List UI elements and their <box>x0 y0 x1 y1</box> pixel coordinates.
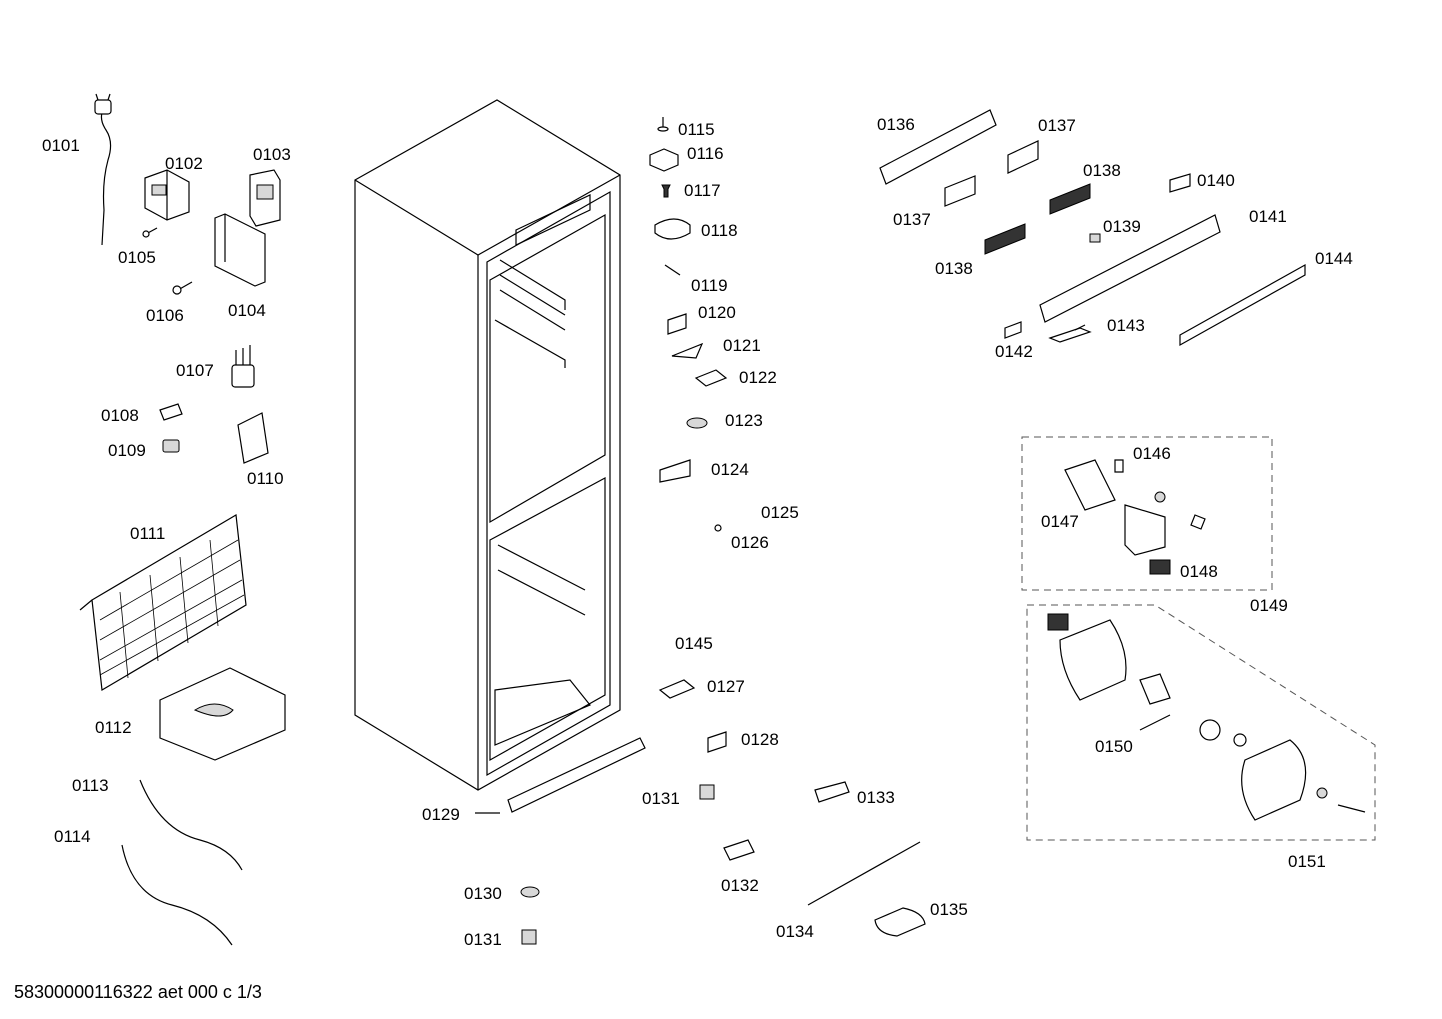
part-label: 0122 <box>739 368 777 387</box>
part-label: 0151 <box>1288 852 1326 871</box>
part-label: 0149 <box>1250 596 1288 615</box>
part-label: 0101 <box>42 136 80 155</box>
part-label: 0131 <box>642 789 680 808</box>
control-cover-part <box>214 213 266 287</box>
clip-part <box>159 403 183 453</box>
base-trim-part <box>507 737 646 813</box>
part-label: 0111 <box>130 524 166 543</box>
part-label: 0127 <box>707 677 745 696</box>
cabinet-part <box>354 99 621 791</box>
part-label: 0116 <box>687 144 724 163</box>
part-label: 0137 <box>1038 116 1076 135</box>
thermostat-housing-part <box>144 169 190 221</box>
part-label: 0134 <box>776 922 814 941</box>
part-label: 0130 <box>464 884 502 903</box>
part-label: 0105 <box>118 248 156 267</box>
drip-tray-part <box>159 667 286 761</box>
part-label: 0118 <box>701 221 738 240</box>
part-label: 0123 <box>725 411 763 430</box>
part-label: 0120 <box>698 303 736 322</box>
part-label: 0106 <box>146 306 184 325</box>
part-label: 0129 <box>422 805 460 824</box>
document-footer: 58300000116322 aet 000 c 1/3 <box>14 982 262 1002</box>
part-label: 0115 <box>678 120 715 139</box>
part-label: 0140 <box>1197 171 1235 190</box>
fan-assembly-group <box>1026 604 1376 841</box>
part-label: 0143 <box>1107 316 1145 335</box>
small-parts <box>520 117 926 945</box>
part-label: 0138 <box>935 259 973 278</box>
part-label: 0124 <box>711 460 749 479</box>
part-label: 0108 <box>101 406 139 425</box>
part-label: 0147 <box>1041 512 1079 531</box>
cable-part <box>121 779 243 946</box>
gasket-part <box>237 412 269 464</box>
part-label: 0141 <box>1249 207 1287 226</box>
part-label: 0109 <box>108 441 146 460</box>
part-label: 0139 <box>1103 217 1141 236</box>
part-label: 0125 <box>761 503 799 522</box>
part-label: 0119 <box>691 276 728 295</box>
part-label: 0107 <box>176 361 214 380</box>
condenser-part <box>79 514 247 691</box>
part-label: 0114 <box>54 827 91 846</box>
part-label: 0128 <box>741 730 779 749</box>
part-label: 0150 <box>1095 737 1133 756</box>
part-label: 0132 <box>721 876 759 895</box>
part-label: 0113 <box>72 776 109 795</box>
part-label: 0117 <box>684 181 721 200</box>
part-label: 0135 <box>930 900 968 919</box>
part-label: 0103 <box>253 145 291 164</box>
part-label: 0148 <box>1180 562 1218 581</box>
switch-box-part <box>249 169 281 227</box>
part-label: 0112 <box>95 718 132 737</box>
part-label: 0121 <box>723 336 761 355</box>
part-label: 0136 <box>877 115 915 134</box>
part-label: 0102 <box>165 154 203 173</box>
part-label: 0131 <box>464 930 502 949</box>
part-label: 0137 <box>893 210 931 229</box>
part-label: 0104 <box>228 301 266 320</box>
part-label: 0133 <box>857 788 895 807</box>
part-label: 0146 <box>1133 444 1171 463</box>
power-cord-part <box>94 93 112 246</box>
leader-lines <box>475 264 1171 814</box>
control-panel-parts <box>879 109 1306 347</box>
relay-part <box>231 345 255 388</box>
screw-part <box>142 227 193 295</box>
part-label: 0138 <box>1083 161 1121 180</box>
part-label: 0142 <box>995 342 1033 361</box>
part-label: 0145 <box>675 634 713 653</box>
part-label: 0110 <box>247 469 284 488</box>
part-label: 0126 <box>731 533 769 552</box>
lamp-assembly-group <box>1021 436 1273 591</box>
part-label: 0144 <box>1315 249 1353 268</box>
